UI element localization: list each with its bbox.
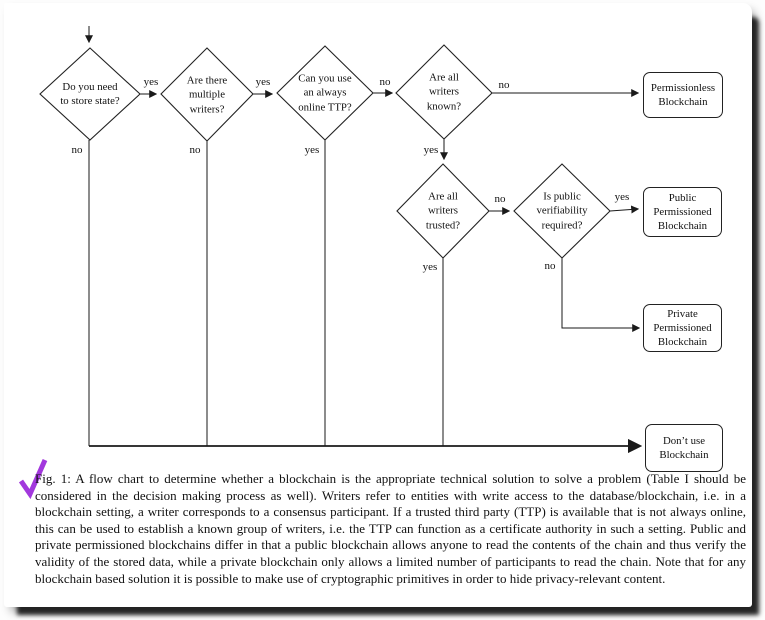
outcome-permissionless-blockchain: Permissionless Blockchain [643, 72, 723, 118]
edge-label-verifiability-no: no [544, 260, 556, 272]
decision-diamond-online-ttp [276, 45, 374, 141]
edge-label-verifiability-yes: yes [614, 191, 630, 203]
decision-multiple-writers-label: Are there multiple writers? [186, 74, 228, 116]
figure-caption: Fig. 1: A flow chart to determine whethe… [35, 471, 746, 586]
edge-label-online-ttp-yes: yes [304, 144, 320, 156]
decision-store-state-label: Do you need to store state? [60, 80, 120, 107]
edge-label-writers-trusted-no: no [494, 193, 506, 205]
decision-diamond-multiple-writers [160, 47, 254, 142]
connector-verifiability-yes [609, 205, 640, 214]
decision-public-verifiability-label: Is public verifiability required? [536, 190, 588, 232]
edge-label-writers-trusted-yes: yes [422, 261, 438, 273]
edge-label-multiple-writers-no: no [189, 144, 201, 156]
decision-writers-known-label: Are all writers known? [426, 71, 462, 113]
decision-online-ttp-label: Can you use an always online TTP? [298, 72, 352, 114]
outcome-dont-use-blockchain: Don’t use Blockchain [645, 424, 723, 472]
edge-label-writers-known-no: no [498, 79, 510, 91]
figure-checkmark-icon [18, 458, 48, 500]
decision-diamond-writers-known [395, 44, 493, 140]
edge-label-store-state-no: no [71, 144, 83, 156]
connector-verifiability-no [561, 258, 641, 332]
edge-label-multiple-writers-yes: yes [255, 76, 271, 88]
outcome-public-permissioned-blockchain: Public Permissioned Blockchain [643, 187, 722, 237]
edge-label-online-ttp-no: no [379, 76, 391, 88]
outcome-private-permissioned-blockchain: Private Permissioned Blockchain [643, 304, 722, 352]
decision-diamond-store-state [39, 47, 141, 141]
decision-diamond-public-verifiability [513, 163, 611, 259]
edge-label-store-state-yes: yes [143, 76, 159, 88]
decision-writers-trusted-label: Are all writers trusted? [425, 190, 461, 232]
edge-label-writers-known-yes: yes [423, 144, 439, 156]
decision-diamond-writers-trusted [396, 163, 490, 259]
